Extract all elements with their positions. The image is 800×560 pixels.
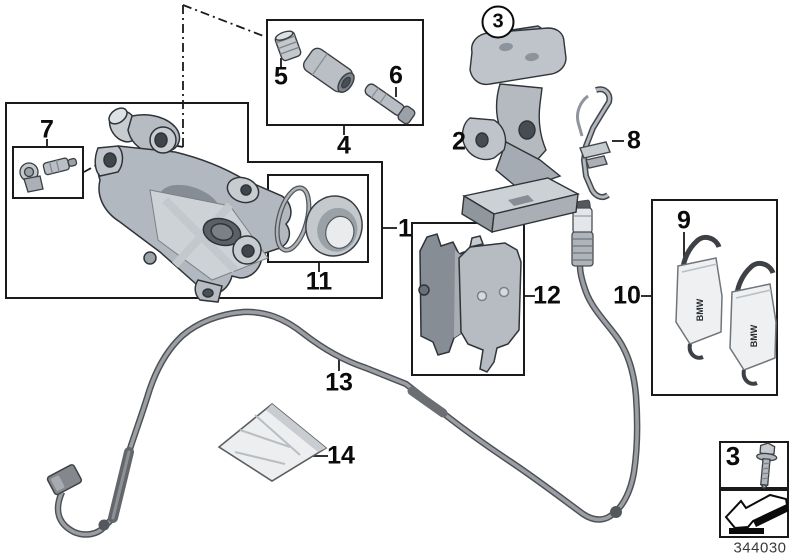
guide-cap-5 xyxy=(274,30,302,62)
callout-1-caliper[interactable]: 1 xyxy=(398,214,412,243)
box-caliper-1 xyxy=(5,102,383,299)
guide-pin-6 xyxy=(364,83,416,125)
cable-collar-left xyxy=(98,519,110,531)
clip-left: BMW xyxy=(675,234,723,360)
guide-bushing xyxy=(302,47,355,93)
guide-bushing-kit xyxy=(274,30,416,125)
callout-5-cap[interactable]: 5 xyxy=(274,62,288,91)
cable-connector xyxy=(46,464,83,496)
callout-4-guide-kit[interactable]: 4 xyxy=(337,131,351,160)
box-clips-9 xyxy=(651,199,778,396)
diagram-number: 344030 xyxy=(733,539,787,557)
callout-3-boxed-bolt[interactable]: 3 xyxy=(725,441,741,471)
cable-sleeve-mid xyxy=(407,386,448,418)
callout-3-circled[interactable]: 3 xyxy=(481,5,515,39)
caliper-housing xyxy=(94,107,292,303)
group-boxes xyxy=(5,19,789,538)
cable-collar-right xyxy=(610,506,622,518)
brake-pads xyxy=(418,233,522,373)
callout-11-seal-kit[interactable]: 11 xyxy=(305,267,333,296)
box-arrow xyxy=(719,489,789,538)
callout-13-sensor-lead[interactable]: 13 xyxy=(325,368,353,397)
clip-right-brand-text: BMW xyxy=(749,324,759,347)
caliper-carrier xyxy=(461,25,580,234)
box-bleeder-7 xyxy=(12,146,84,199)
callout-7-bleeder[interactable]: 7 xyxy=(40,115,54,144)
callout-6-pin[interactable]: 6 xyxy=(389,61,403,90)
box-bolt-3 xyxy=(719,441,789,489)
piston-boot xyxy=(305,195,363,257)
direction-arrow-icon xyxy=(724,493,789,534)
box-guide-kit-4 xyxy=(266,19,424,126)
bleeder-kit xyxy=(19,157,78,193)
retaining-clips: BMW BMW xyxy=(675,234,777,386)
bleeder-screw xyxy=(42,157,78,176)
grease-packet xyxy=(217,402,328,482)
sensor-lead-cable xyxy=(46,265,641,538)
cable-sleeve-left-highlight xyxy=(111,450,131,520)
anti-rattle-spring xyxy=(576,86,613,201)
flange-bolt xyxy=(756,442,778,489)
cable-body xyxy=(56,265,639,537)
callout-9-clip[interactable]: 9 xyxy=(677,206,691,235)
callout-8-spring[interactable]: 8 xyxy=(627,126,641,155)
piston-seal-kit xyxy=(274,185,363,257)
clip-right: BMW xyxy=(729,260,777,386)
wear-sensor xyxy=(571,199,594,267)
clip-left-brand-text: BMW xyxy=(695,298,705,321)
box-pads-12 xyxy=(411,222,525,376)
callout-12-pads[interactable]: 12 xyxy=(533,281,561,310)
callout-14-grease[interactable]: 14 xyxy=(327,441,355,470)
callout-10-sensor[interactable]: 10 xyxy=(613,281,641,310)
leader-dashdot-to-box4 xyxy=(182,4,267,38)
callout-2-carrier[interactable]: 2 xyxy=(452,127,466,156)
